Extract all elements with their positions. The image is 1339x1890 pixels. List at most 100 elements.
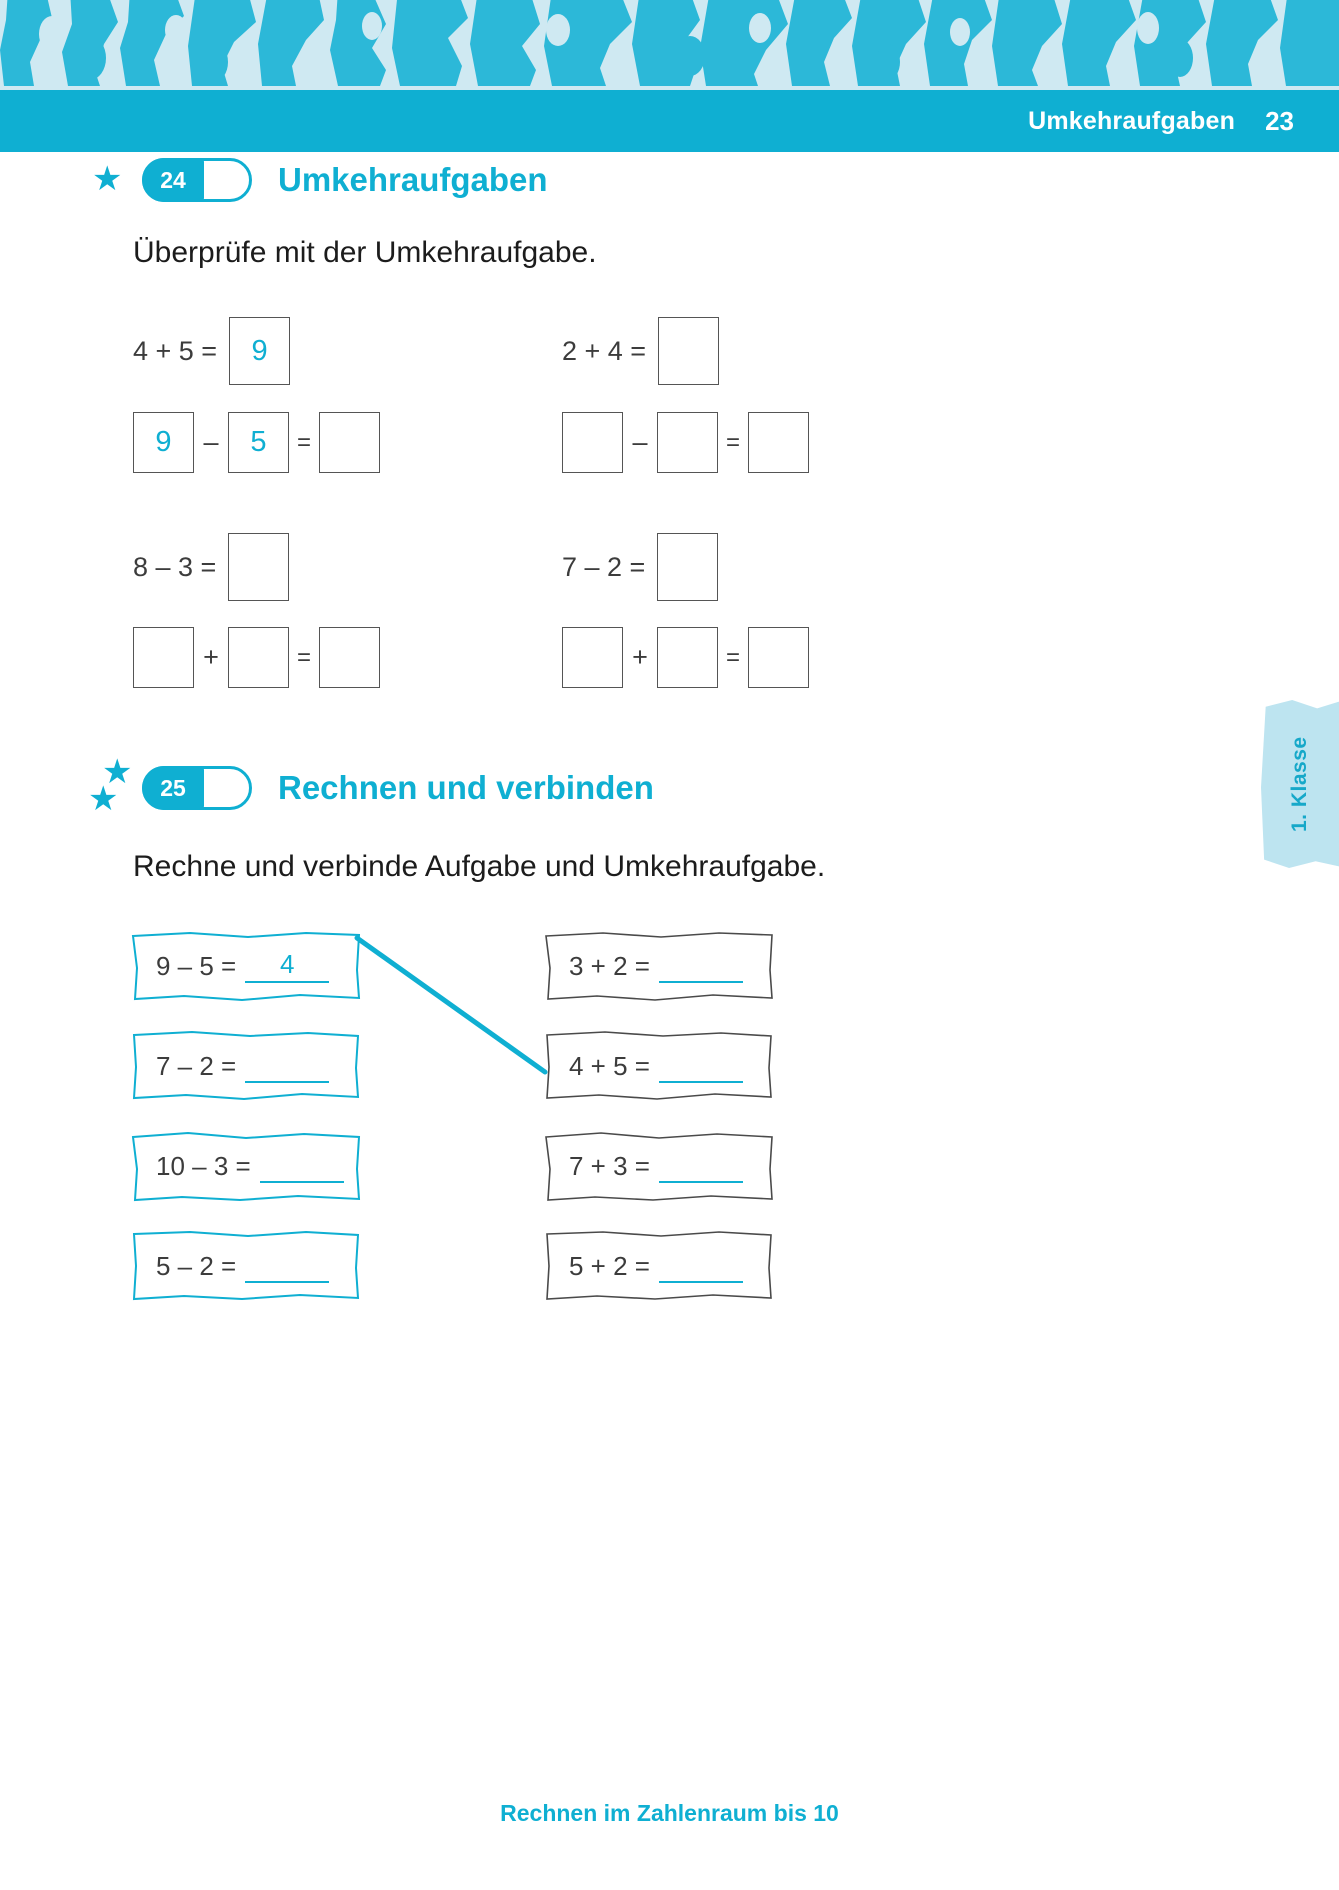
exercise-25-badge: 25 — [142, 766, 252, 810]
card-border — [545, 932, 773, 1001]
task24-row2-right-top: 7 – 2 = — [562, 533, 719, 601]
answer-box[interactable] — [133, 627, 194, 688]
answer-box[interactable] — [748, 412, 809, 473]
task24-row2-left-bottom: + = — [133, 627, 380, 688]
operator-minus: – — [632, 427, 648, 457]
card-content: 7 + 3 = — [543, 1130, 775, 1202]
exercise-24-heading: ★ 24 Umkehraufgaben — [88, 152, 548, 208]
card-equation: 5 + 2 = — [569, 1250, 650, 1281]
card-answer-blank[interactable] — [259, 1151, 344, 1183]
task24-row1-right-top: 2 + 4 = — [562, 317, 720, 385]
operator-minus: – — [203, 427, 219, 457]
card-content: 5 – 2 = — [130, 1230, 362, 1302]
answer-box[interactable] — [228, 627, 289, 688]
answer-box[interactable] — [319, 627, 380, 688]
exercise-24-instruction: Überprüfe mit der Umkehraufgabe. — [133, 236, 597, 269]
task24-row1-left-top: 4 + 5 = 9 — [133, 317, 291, 385]
card-equation: 4 + 5 = — [569, 1050, 650, 1081]
badge-fill — [142, 766, 204, 810]
exercise-25-title: Rechnen und verbinden — [278, 769, 654, 806]
operator-equals: = — [725, 643, 740, 671]
answer-box[interactable] — [562, 412, 623, 473]
card-answer-blank[interactable] — [658, 951, 743, 983]
right-card-3[interactable]: 7 + 3 = — [543, 1130, 775, 1202]
card-content: 10 – 3 = — [130, 1130, 362, 1202]
answer-box[interactable] — [319, 412, 380, 473]
equation-text: 7 – 2 = — [562, 551, 646, 582]
card-answer-blank[interactable] — [245, 1051, 330, 1083]
card-border — [132, 1030, 360, 1101]
operator-plus: + — [632, 642, 648, 672]
card-equation: 9 – 5 = — [156, 950, 237, 981]
answer-box[interactable] — [658, 317, 720, 385]
card-answer-value: 4 — [280, 949, 295, 979]
card-content: 3 + 2 = — [543, 930, 775, 1002]
left-card-2[interactable]: 7 – 2 = — [130, 1030, 362, 1102]
card-answer-blank[interactable] — [658, 1251, 743, 1283]
left-card-1[interactable]: 9 – 5 = 4 — [130, 930, 362, 1002]
answer-box[interactable]: 9 — [133, 412, 194, 473]
operator-equals: = — [296, 643, 311, 671]
grade-side-tab: 1. Klasse — [1261, 700, 1339, 868]
card-equation: 7 – 2 = — [156, 1050, 237, 1081]
card-answer-blank[interactable] — [245, 1251, 330, 1283]
page-title: Umkehraufgaben — [1028, 106, 1236, 135]
card-equation: 3 + 2 = — [569, 950, 650, 981]
star-icon: ★ — [102, 753, 133, 791]
card-content: 5 + 2 = — [543, 1230, 775, 1302]
card-border — [545, 1132, 773, 1201]
answer-box[interactable] — [562, 627, 623, 688]
card-answer-blank[interactable] — [658, 1051, 743, 1083]
exercise-25-number: 25 — [160, 774, 186, 801]
card-border — [131, 1131, 361, 1202]
answer-box[interactable]: 9 — [229, 317, 291, 385]
equation-text: 4 + 5 = — [133, 335, 218, 366]
answer-box[interactable] — [657, 627, 718, 688]
giraffe-pattern-band — [0, 0, 1339, 90]
left-card-3[interactable]: 10 – 3 = — [130, 1130, 362, 1202]
card-border — [132, 1230, 360, 1301]
difficulty-stars-1: ★ — [88, 152, 140, 208]
right-card-2[interactable]: 4 + 5 = — [543, 1030, 775, 1102]
left-card-4[interactable]: 5 – 2 = — [130, 1230, 362, 1302]
right-card-1[interactable]: 3 + 2 = — [543, 930, 775, 1002]
exercise-25-instruction: Rechne und verbinde Aufgabe und Umkehrau… — [133, 850, 826, 883]
operator-equals: = — [725, 428, 740, 456]
task24-row1-left-bottom: 9 – 5 = — [133, 412, 380, 473]
operator-plus: + — [203, 642, 219, 672]
badge-fill — [142, 158, 204, 202]
star-icon: ★ — [88, 780, 119, 818]
card-content: 9 – 5 = 4 — [130, 930, 362, 1002]
equation-text: 2 + 4 = — [562, 335, 647, 366]
exercise-24-badge: 24 — [142, 158, 252, 202]
star-icon: ★ — [92, 160, 123, 198]
answer-box[interactable] — [657, 412, 718, 473]
answer-box[interactable] — [748, 627, 809, 688]
side-tab-shape — [1261, 700, 1339, 868]
card-equation: 7 + 3 = — [569, 1150, 650, 1181]
card-answer-blank[interactable]: 4 — [245, 949, 330, 983]
difficulty-stars-2: ★ ★ — [88, 755, 140, 818]
answer-box[interactable] — [657, 533, 719, 601]
card-content: 4 + 5 = — [543, 1030, 775, 1102]
operator-equals: = — [296, 428, 311, 456]
task24-row1-right-bottom: – = — [562, 412, 809, 473]
card-border — [546, 1031, 772, 1100]
page-header-bar: Umkehraufgaben 23 — [0, 90, 1339, 152]
card-border — [546, 1231, 772, 1300]
page-number: 23 — [1265, 105, 1294, 136]
card-equation: 10 – 3 = — [156, 1150, 251, 1181]
right-card-4[interactable]: 5 + 2 = — [543, 1230, 775, 1302]
equation-text: 8 – 3 = — [133, 551, 217, 582]
exercise-25-heading: ★ ★ 25 Rechnen und verbinden — [88, 755, 654, 818]
answer-box[interactable] — [228, 533, 290, 601]
side-tab-label: 1. Klasse — [1288, 736, 1311, 832]
task24-row2-right-bottom: + = — [562, 627, 809, 688]
card-equation: 5 – 2 = — [156, 1250, 237, 1281]
card-answer-blank[interactable] — [658, 1151, 743, 1183]
exercise-24-title: Umkehraufgaben — [278, 161, 548, 198]
task24-row2-left-top: 8 – 3 = — [133, 533, 290, 601]
card-border — [131, 931, 361, 1002]
answer-box[interactable]: 5 — [228, 412, 289, 473]
